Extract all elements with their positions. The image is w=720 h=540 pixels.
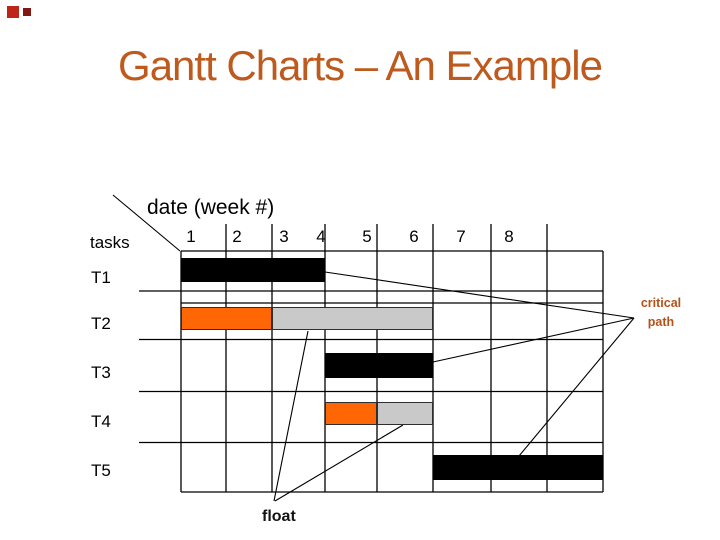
gantt-bar-t1-critical xyxy=(181,257,325,282)
week-label-1: 1 xyxy=(186,227,196,246)
date-axis-label: date (week #) xyxy=(147,196,275,219)
page-title: Gantt Charts – An Example xyxy=(118,42,603,89)
task-label-T4: T4 xyxy=(91,412,111,431)
critical-path-line-t5 xyxy=(518,317,635,457)
task-label-T5: T5 xyxy=(91,461,111,480)
gantt-bar-t2-task xyxy=(181,306,272,330)
critical-path-label: critical path xyxy=(640,296,682,330)
float-line-t2 xyxy=(273,330,309,502)
corner-square-icon xyxy=(7,6,19,18)
grid-lines xyxy=(139,224,604,493)
gantt-bar-t2-float xyxy=(272,306,433,330)
gantt-bar-t3-critical xyxy=(325,353,433,378)
float-line-t4 xyxy=(274,424,404,502)
gantt-bar-t4-task xyxy=(325,401,377,425)
date-pointer-line xyxy=(112,194,181,252)
week-label-5: 5 xyxy=(362,227,372,246)
week-label-2: 2 xyxy=(232,227,242,246)
task-label-T2: T2 xyxy=(91,314,111,333)
week-label-6: 6 xyxy=(409,227,419,246)
week-label-3: 3 xyxy=(279,227,289,246)
week-label-8: 8 xyxy=(504,227,514,246)
critical-path-line-t1 xyxy=(324,271,635,319)
float-label: float xyxy=(262,508,296,525)
gantt-bar-t5-critical xyxy=(433,455,603,480)
task-label-T3: T3 xyxy=(91,363,111,382)
tasks-axis-label: tasks xyxy=(90,233,130,252)
gantt-bar-t4-float xyxy=(377,401,433,425)
corner-square-icon xyxy=(23,8,31,16)
week-label-4: 4 xyxy=(316,227,326,246)
week-label-7: 7 xyxy=(456,227,466,246)
task-label-T1: T1 xyxy=(91,268,111,287)
critical-path-line-t3 xyxy=(432,317,635,363)
